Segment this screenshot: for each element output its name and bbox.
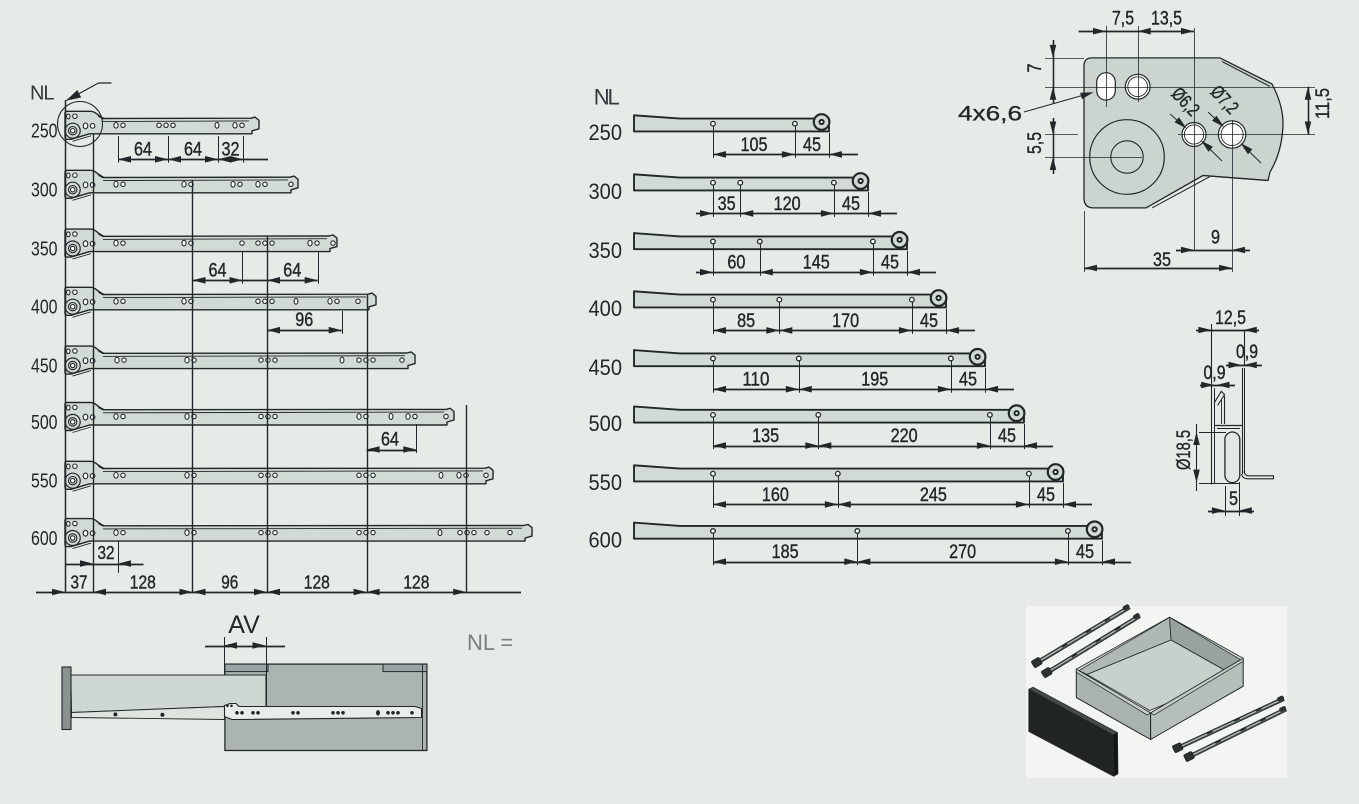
- svg-text:4x6,6: 4x6,6: [958, 103, 1022, 126]
- svg-text:128: 128: [304, 572, 330, 592]
- svg-text:220: 220: [891, 426, 918, 447]
- svg-text:185: 185: [772, 542, 799, 563]
- svg-text:64: 64: [184, 139, 202, 160]
- svg-text:64: 64: [209, 260, 227, 281]
- svg-text:64: 64: [283, 260, 301, 281]
- svg-text:105: 105: [741, 135, 768, 156]
- svg-text:450: 450: [31, 356, 58, 378]
- svg-text:45: 45: [1037, 485, 1055, 506]
- svg-text:350: 350: [31, 239, 58, 261]
- svg-text:Ø18,5: Ø18,5: [1174, 430, 1195, 470]
- svg-text:45: 45: [803, 135, 821, 156]
- svg-text:45: 45: [959, 370, 977, 391]
- svg-text:45: 45: [1076, 542, 1094, 563]
- svg-text:500: 500: [589, 411, 623, 436]
- svg-text:64: 64: [134, 139, 152, 160]
- svg-text:7,5: 7,5: [1112, 9, 1134, 30]
- svg-text:110: 110: [742, 370, 769, 391]
- svg-text:120: 120: [774, 194, 801, 215]
- svg-text:NL =: NL =: [467, 630, 513, 655]
- svg-text:350: 350: [589, 238, 623, 263]
- svg-text:128: 128: [130, 572, 156, 592]
- svg-text:45: 45: [842, 194, 860, 215]
- svg-text:NL: NL: [594, 85, 620, 110]
- svg-text:96: 96: [295, 310, 313, 331]
- svg-text:32: 32: [222, 139, 240, 160]
- svg-text:270: 270: [949, 542, 976, 563]
- svg-text:550: 550: [589, 470, 623, 495]
- svg-text:35: 35: [1153, 250, 1171, 271]
- svg-text:600: 600: [589, 527, 623, 552]
- svg-text:145: 145: [803, 253, 830, 274]
- svg-text:500: 500: [31, 412, 58, 434]
- svg-text:600: 600: [31, 528, 58, 550]
- svg-text:13,5: 13,5: [1151, 9, 1182, 30]
- svg-text:64: 64: [381, 430, 399, 451]
- svg-text:0,9: 0,9: [1236, 342, 1258, 363]
- svg-text:300: 300: [589, 179, 623, 204]
- svg-text:160: 160: [762, 485, 789, 506]
- svg-text:250: 250: [589, 120, 623, 145]
- svg-text:60: 60: [727, 253, 745, 274]
- svg-text:5: 5: [1229, 489, 1238, 510]
- svg-text:45: 45: [920, 311, 938, 332]
- svg-text:45: 45: [998, 426, 1016, 447]
- svg-text:245: 245: [920, 485, 947, 506]
- svg-text:400: 400: [589, 296, 623, 321]
- svg-text:35: 35: [718, 194, 736, 215]
- svg-text:11,5: 11,5: [1313, 88, 1334, 119]
- svg-text:NL: NL: [30, 83, 55, 105]
- svg-text:32: 32: [98, 543, 115, 563]
- svg-text:170: 170: [832, 311, 859, 332]
- svg-text:7: 7: [1025, 64, 1046, 73]
- svg-text:5,5: 5,5: [1025, 132, 1046, 154]
- svg-text:300: 300: [31, 180, 58, 202]
- svg-text:85: 85: [737, 311, 755, 332]
- svg-text:550: 550: [31, 471, 58, 493]
- svg-text:128: 128: [403, 572, 429, 592]
- svg-text:195: 195: [861, 370, 888, 391]
- svg-text:37: 37: [71, 572, 88, 592]
- svg-text:400: 400: [31, 297, 58, 319]
- svg-text:250: 250: [31, 121, 58, 143]
- svg-text:9: 9: [1211, 228, 1220, 249]
- svg-text:45: 45: [881, 253, 899, 274]
- svg-text:135: 135: [752, 426, 779, 447]
- svg-text:96: 96: [221, 572, 238, 592]
- svg-text:12,5: 12,5: [1215, 308, 1246, 329]
- svg-text:AV: AV: [228, 611, 260, 639]
- svg-text:450: 450: [589, 355, 623, 380]
- svg-text:0,9: 0,9: [1204, 363, 1226, 384]
